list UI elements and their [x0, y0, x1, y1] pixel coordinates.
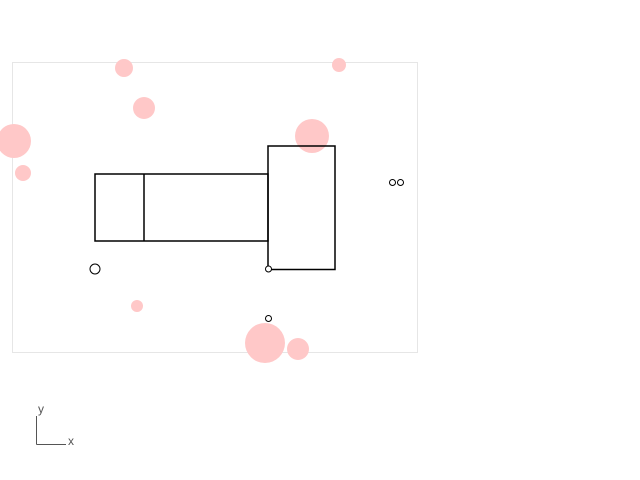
blob-layer [0, 58, 346, 363]
shape-layer [94, 145, 336, 271]
hollow-circle-handle-icon[interactable] [265, 265, 272, 273]
pink-blob-icon[interactable] [287, 338, 309, 360]
y-axis-label: y [38, 402, 44, 416]
hollow-circle-handle-icon[interactable] [265, 315, 272, 322]
pink-blob-icon[interactable] [131, 300, 143, 312]
pink-blob-icon[interactable] [0, 124, 31, 158]
hollow-circle-handle-icon[interactable] [397, 179, 404, 186]
right-rectangle-shape[interactable] [267, 145, 336, 271]
pink-blob-icon[interactable] [133, 97, 155, 119]
pink-blob-icon[interactable] [245, 323, 285, 363]
x-axis-label: x [68, 434, 74, 448]
pink-blob-icon[interactable] [295, 119, 329, 153]
pink-blob-icon[interactable] [332, 58, 346, 72]
pink-blob-icon[interactable] [115, 59, 133, 77]
axis-indicator: y x [36, 402, 74, 448]
handle-layer [89, 179, 404, 322]
hollow-circle-handle-icon[interactable] [89, 263, 101, 275]
workspace-frame[interactable] [12, 62, 418, 353]
hollow-circle-handle-icon[interactable] [389, 179, 396, 186]
pink-blob-icon[interactable] [15, 165, 31, 181]
